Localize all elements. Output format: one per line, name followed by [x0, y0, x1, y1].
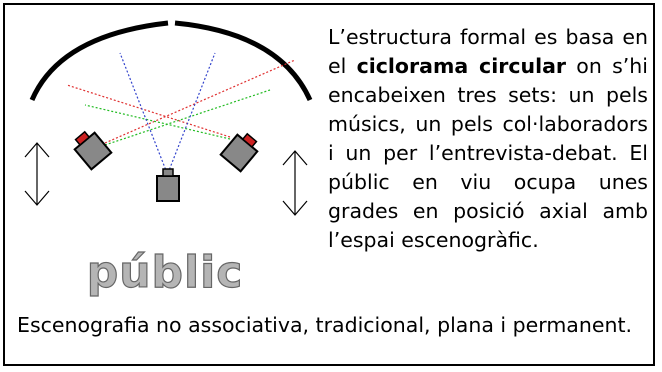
description-part1: L’estructura formal es basa en el [328, 25, 648, 78]
camera-right [219, 132, 259, 173]
sightline-right-camera-green [84, 104, 231, 140]
sightline-center-camera-blue-right [167, 52, 216, 174]
sightline-left-camera-green [104, 89, 271, 146]
figure-frame: públic L’estructura formal es basa en el… [3, 3, 655, 366]
sightline-center-camera-blue-left [119, 52, 168, 174]
camera-center [156, 168, 180, 202]
camera-left [73, 130, 113, 171]
cyclorama-arc-left [29, 20, 169, 101]
sightline-right-camera-red [66, 84, 231, 138]
sightline-left-camera-red [104, 59, 296, 144]
audience-label: públic [87, 247, 244, 298]
description-part2: on s’hi encabeixen tres sets: un pels mú… [328, 54, 648, 252]
double-arrow-right-icon [282, 150, 308, 216]
stage-diagram: públic [24, 20, 313, 299]
description-highlight: ciclorama circular [356, 54, 567, 78]
double-arrow-left-icon [24, 142, 50, 206]
description-text: L’estructura formal es basa en el ciclor… [328, 23, 648, 255]
cyclorama-arc-right [174, 20, 313, 102]
footer-text: Escenografia no associativa, tradicional… [17, 313, 633, 337]
